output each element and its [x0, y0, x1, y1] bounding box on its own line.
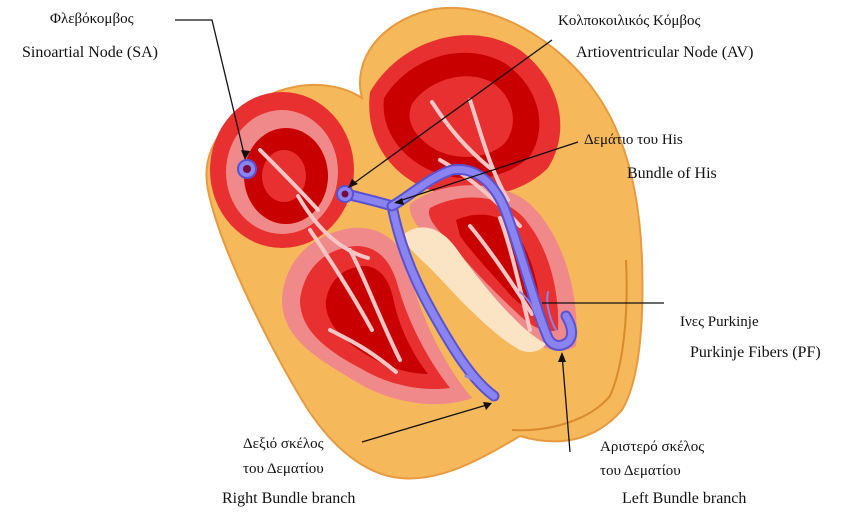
- right-bundle-label-english: Right Bundle branch: [222, 491, 355, 507]
- left-bundle-label-greek-1: Αριστερό σκέλος: [600, 440, 704, 455]
- sa-node-label-english: Sinoartial Node (SA): [22, 45, 158, 61]
- left-bundle-label-english: Left Bundle branch: [622, 491, 746, 507]
- purkinje-label-english: Purkinje Fibers (PF): [690, 345, 821, 361]
- right-bundle-label-greek-1: Δεξιό σκέλος: [243, 437, 324, 452]
- av-node: [337, 186, 353, 202]
- av-node-label-english: Artioventricular Node (AV): [576, 45, 753, 61]
- av-node-label-greek: Κολποκοιλικός Κόμβος: [558, 14, 700, 29]
- right-bundle-label-greek-2: του Δεματίου: [243, 462, 324, 477]
- sa-node: [238, 160, 256, 178]
- left-bundle-label-greek-2: του Δεματίου: [600, 464, 681, 479]
- bundle-of-his-label-greek: Δεμάτιο του His: [584, 133, 683, 148]
- bundle-of-his-label-english: Bundle of His: [627, 166, 717, 182]
- purkinje-label-greek: Ινες Purkinje: [680, 315, 759, 330]
- sa-node-label-greek: Φλεβόκομβος: [50, 12, 134, 27]
